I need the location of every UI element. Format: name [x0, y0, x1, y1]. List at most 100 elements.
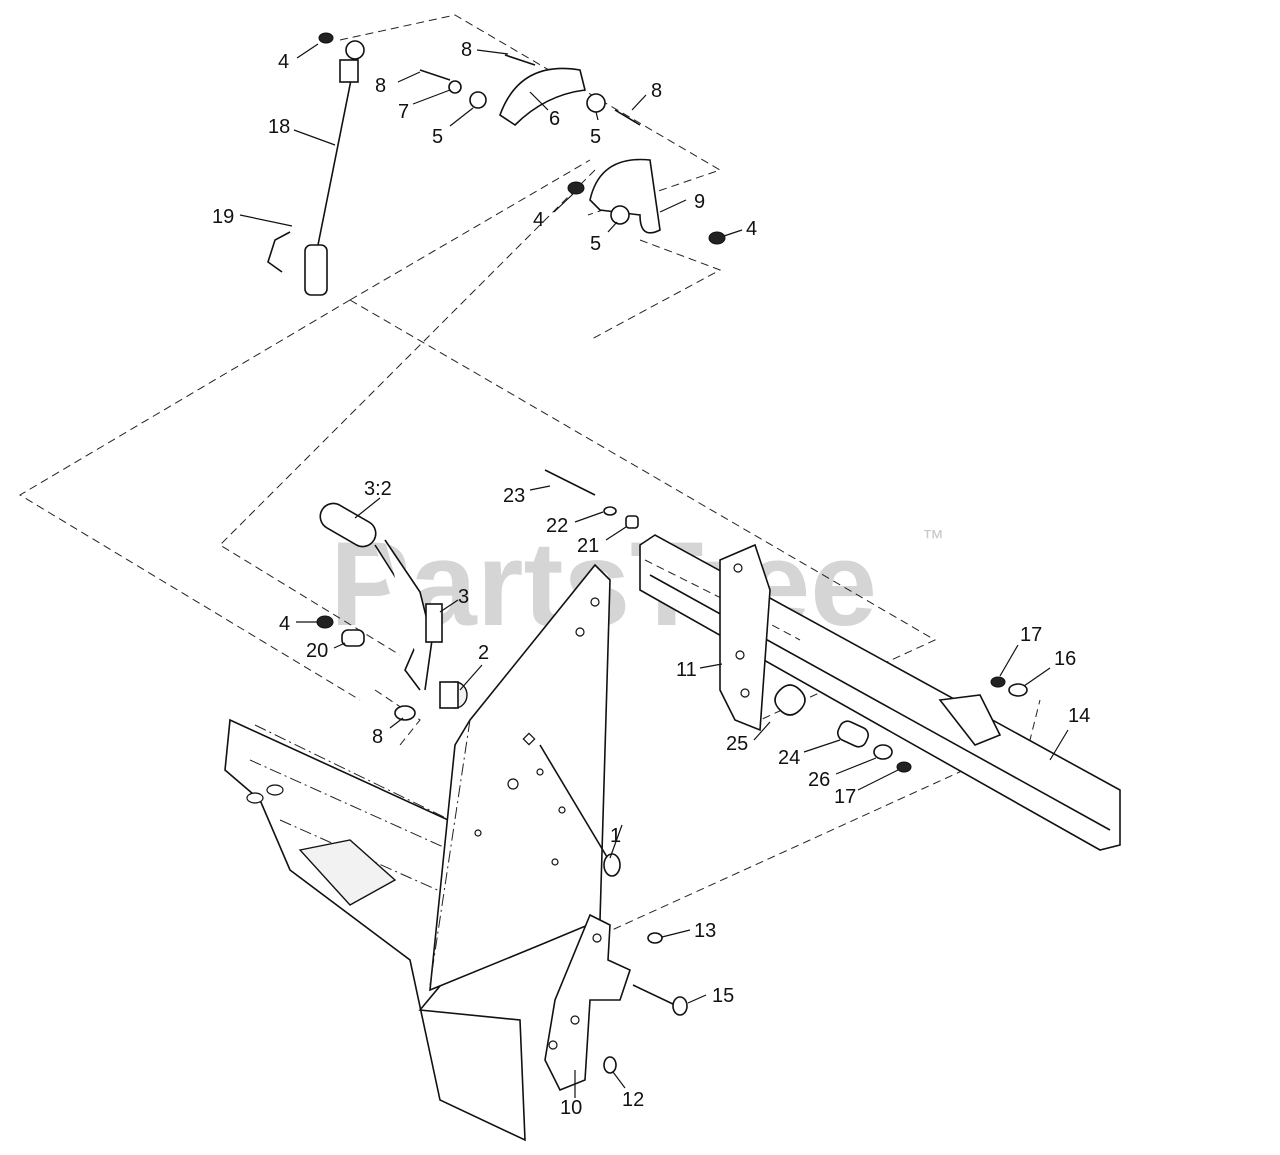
- leader-25: [753, 721, 771, 741]
- frame-hole-2: [266, 784, 284, 796]
- guide-left-diamond: [19, 299, 361, 701]
- washer-5-b: [586, 93, 606, 113]
- washer-5-c: [610, 205, 630, 225]
- callout-16: 16: [1054, 648, 1076, 670]
- leader-21: [605, 526, 627, 541]
- leader-11: [699, 663, 723, 669]
- callout-22: 22: [546, 515, 568, 537]
- leader-20: [333, 642, 346, 649]
- leader-23: [529, 485, 551, 491]
- rod-18-top-end: [339, 59, 359, 83]
- nut-4-top: [318, 32, 334, 44]
- frame-pocket: [298, 839, 397, 906]
- washer-5-a: [469, 91, 487, 109]
- plate-hole-1: [575, 627, 585, 637]
- leader-19: [239, 214, 293, 227]
- bracket-10: [544, 913, 631, 1092]
- bushing-2-body: [439, 681, 459, 709]
- leader-4-right: [723, 229, 743, 237]
- leader-8-c: [631, 94, 647, 111]
- main-plate-edge: [429, 719, 471, 986]
- callout-labels: 4 8 8 7 5 6 5 8 18 19 4 9 5 4 3:2 23 22 …: [212, 39, 1090, 1119]
- frame-edge-2: [249, 759, 451, 851]
- washer-26: [873, 744, 893, 760]
- bracket-10-hole-1: [592, 933, 602, 943]
- plate-square-hole: [522, 732, 536, 746]
- leader-9: [659, 199, 687, 213]
- bolt-8-b: [504, 54, 536, 66]
- callout-4-right: 4: [746, 218, 757, 240]
- leader-12: [612, 1071, 626, 1089]
- bolt-23: [544, 469, 596, 496]
- callout-11: 11: [676, 659, 697, 681]
- callout-9: 9: [694, 191, 705, 213]
- spacer-20: [341, 629, 365, 647]
- channel-14-edge: [649, 574, 1111, 831]
- lever-tab-3: [425, 603, 443, 643]
- plate-hole-2: [590, 597, 600, 607]
- leader-8-a: [476, 49, 509, 55]
- bolt-12-head: [603, 1056, 617, 1074]
- lower-bracket: [544, 913, 688, 1092]
- callout-23: 23: [503, 485, 525, 507]
- callout-2: 2: [478, 642, 489, 664]
- clip-19: [267, 231, 291, 273]
- leader-18: [293, 129, 336, 146]
- leader-3: [439, 599, 459, 613]
- callout-15: 15: [712, 985, 734, 1007]
- callout-4-arm: 4: [533, 209, 544, 231]
- upper-linkage-rod: [267, 32, 365, 296]
- callout-3: 3: [458, 586, 469, 608]
- plate-hole-7: [551, 858, 559, 866]
- bolt-15-shaft: [632, 984, 676, 1006]
- pin-1-shaft: [539, 744, 611, 863]
- callout-18: 18: [268, 116, 290, 138]
- main-plate: [429, 563, 611, 992]
- bolt-15-head: [672, 996, 688, 1016]
- leader-5-b: [595, 111, 599, 121]
- callout-24: 24: [778, 747, 800, 769]
- callout-21: 21: [577, 535, 599, 557]
- guide-arm-link: [589, 239, 722, 341]
- bracket-11-hole-2: [735, 650, 745, 660]
- parts-lever-hardware: [316, 615, 416, 721]
- bracket-11-hole-1: [733, 563, 743, 573]
- pin-1-head: [603, 853, 621, 877]
- callout-5-b: 5: [590, 126, 601, 148]
- leader-1: [609, 824, 623, 859]
- watermark-trademark: ™: [922, 525, 944, 550]
- bracket-10-hole-2: [570, 1015, 580, 1025]
- spacer-21: [625, 515, 639, 529]
- leader-4-arm: [553, 193, 574, 213]
- nut-4-lever: [316, 615, 334, 629]
- channel-14: [639, 534, 1121, 851]
- callout-4-top: 4: [278, 51, 289, 73]
- washer-16: [1008, 683, 1028, 697]
- leader-lines: [239, 43, 1069, 1098]
- nut-4-right: [708, 231, 726, 245]
- callout-3-2: 3:2: [364, 478, 392, 500]
- plate-hole-5: [474, 829, 482, 837]
- leader-8-lever: [389, 717, 404, 729]
- leader-3-2: [354, 497, 381, 519]
- leader-22: [574, 511, 604, 523]
- callout-8-c: 8: [651, 80, 662, 102]
- nut-17-upper: [990, 676, 1006, 688]
- callout-26: 26: [808, 769, 830, 791]
- callout-8-a: 8: [461, 39, 472, 61]
- arm-9: [589, 158, 661, 234]
- leader-6: [529, 91, 549, 111]
- bolt-23-stack: [544, 469, 639, 529]
- spacer-24: [837, 720, 869, 748]
- leader-7: [412, 89, 451, 105]
- upper-arms: [419, 54, 726, 245]
- callout-25: 25: [726, 733, 748, 755]
- bolt-13: [647, 932, 663, 944]
- callout-17-upper: 17: [1020, 624, 1042, 646]
- guide-upper-plate: [339, 14, 722, 216]
- rod-18-top-eye: [345, 40, 365, 60]
- callout-13: 13: [694, 920, 716, 942]
- leader-4-top: [296, 43, 319, 59]
- plate-hole-4: [536, 768, 544, 776]
